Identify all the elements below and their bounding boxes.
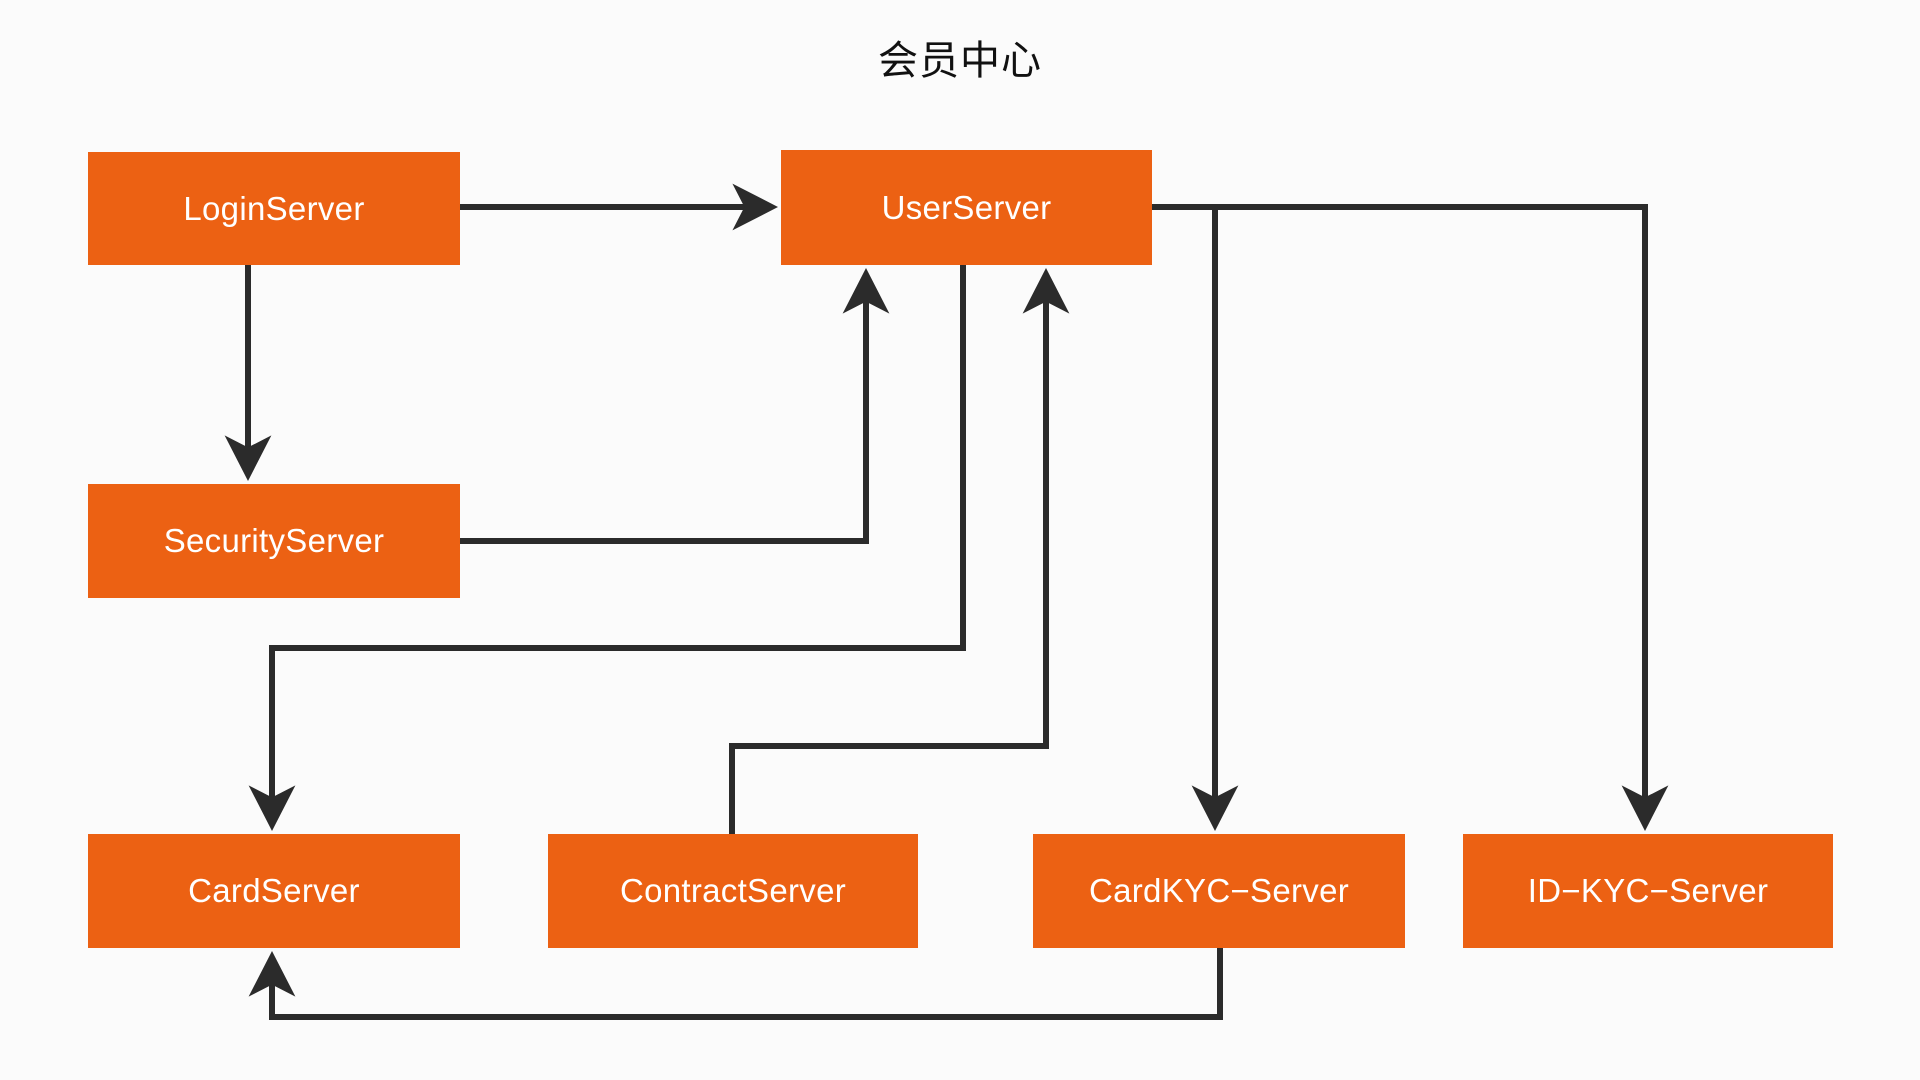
node-label: ID−KYC−Server bbox=[1527, 872, 1769, 909]
edge-security-to-user bbox=[460, 267, 890, 544]
node-label: UserServer bbox=[881, 188, 1052, 226]
node-label: ContractServer bbox=[619, 872, 847, 909]
node-label: CardKYC−Server bbox=[1088, 872, 1350, 909]
node-idkycserver[interactable]: ID−KYC−Server bbox=[1463, 834, 1833, 948]
node-securityserver[interactable]: SecurityServer bbox=[88, 484, 460, 598]
node-label: LoginServer bbox=[183, 189, 365, 227]
edge-cardkyc-to-cardserver bbox=[248, 948, 1223, 1020]
node-cardserver[interactable]: CardServer bbox=[88, 834, 460, 948]
node-loginserver[interactable]: LoginServer bbox=[88, 152, 460, 265]
edge-contract-to-user bbox=[729, 267, 1070, 834]
node-cardkycserver[interactable]: CardKYC−Server bbox=[1033, 834, 1405, 948]
edge-user-to-cardkyc bbox=[1152, 204, 1239, 832]
edges-group bbox=[224, 183, 1669, 1020]
page-title: 会员中心 bbox=[878, 39, 1042, 83]
node-userserver[interactable]: UserServer bbox=[781, 150, 1152, 265]
node-label: SecurityServer bbox=[163, 522, 385, 559]
node-label: CardServer bbox=[188, 872, 360, 909]
edge-user-to-cardserver bbox=[248, 265, 966, 832]
edge-user-to-idkyc bbox=[1215, 204, 1669, 832]
node-contractserver[interactable]: ContractServer bbox=[548, 834, 918, 948]
